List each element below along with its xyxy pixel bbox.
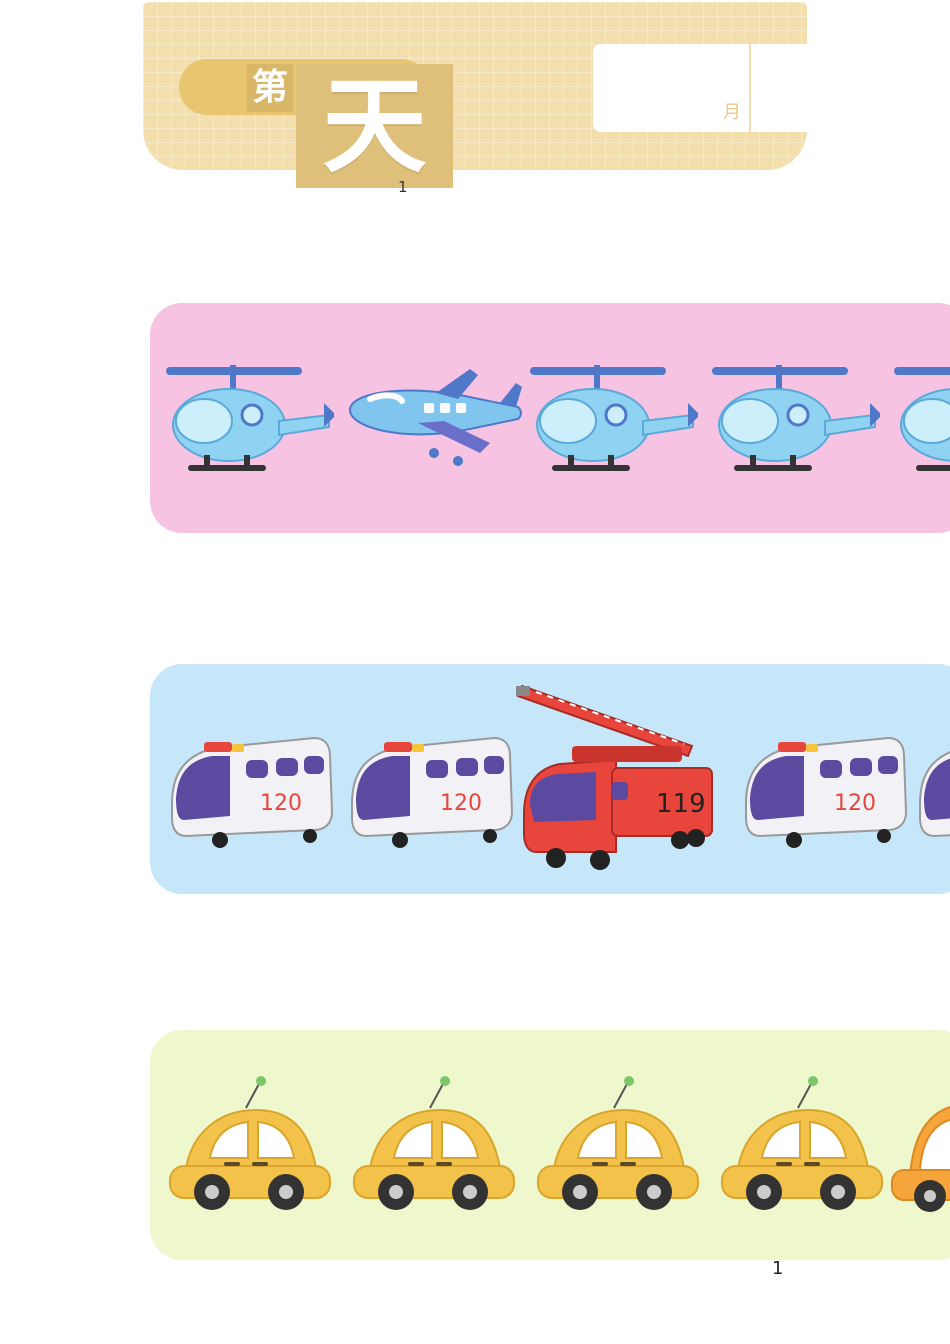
ambulance-number: 120 [260,791,302,816]
date-divider [749,44,751,132]
tian-box: 天 [296,64,453,188]
airplane-icon [348,369,522,466]
taxi-icon [537,1076,699,1210]
fire-truck-icon: 119 [516,684,713,870]
aircraft-row [150,303,950,533]
ambulance-icon: 120 [351,736,514,848]
ambulance-icon: 120 [171,736,334,848]
caption-right: 1 [398,178,410,196]
taxi-icon [353,1076,515,1210]
emergency-row: 120 120 119 [150,664,950,894]
helicopter-icon [894,367,950,471]
firetruck-number: 119 [656,789,706,819]
tian-label: 天 [322,65,427,187]
taxi-icon [169,1076,331,1210]
helicopter-icon [166,365,334,471]
ambulance-number: 120 [440,791,482,816]
ambulance-icon [919,751,950,838]
page-number: 1 [772,1258,784,1279]
helicopter-icon [712,365,880,471]
orange-car-icon [891,1106,950,1212]
ambulance-number: 120 [834,791,876,816]
taxi-row [150,1030,950,1260]
month-label: 月 [723,102,741,123]
ambulance-icon: 120 [745,736,908,848]
date-box: 月 日 [593,44,807,132]
day-header: 第 月 日 [143,2,807,170]
di-label: 第 [247,64,293,112]
helicopter-icon [530,365,698,471]
taxi-icon [721,1076,883,1210]
